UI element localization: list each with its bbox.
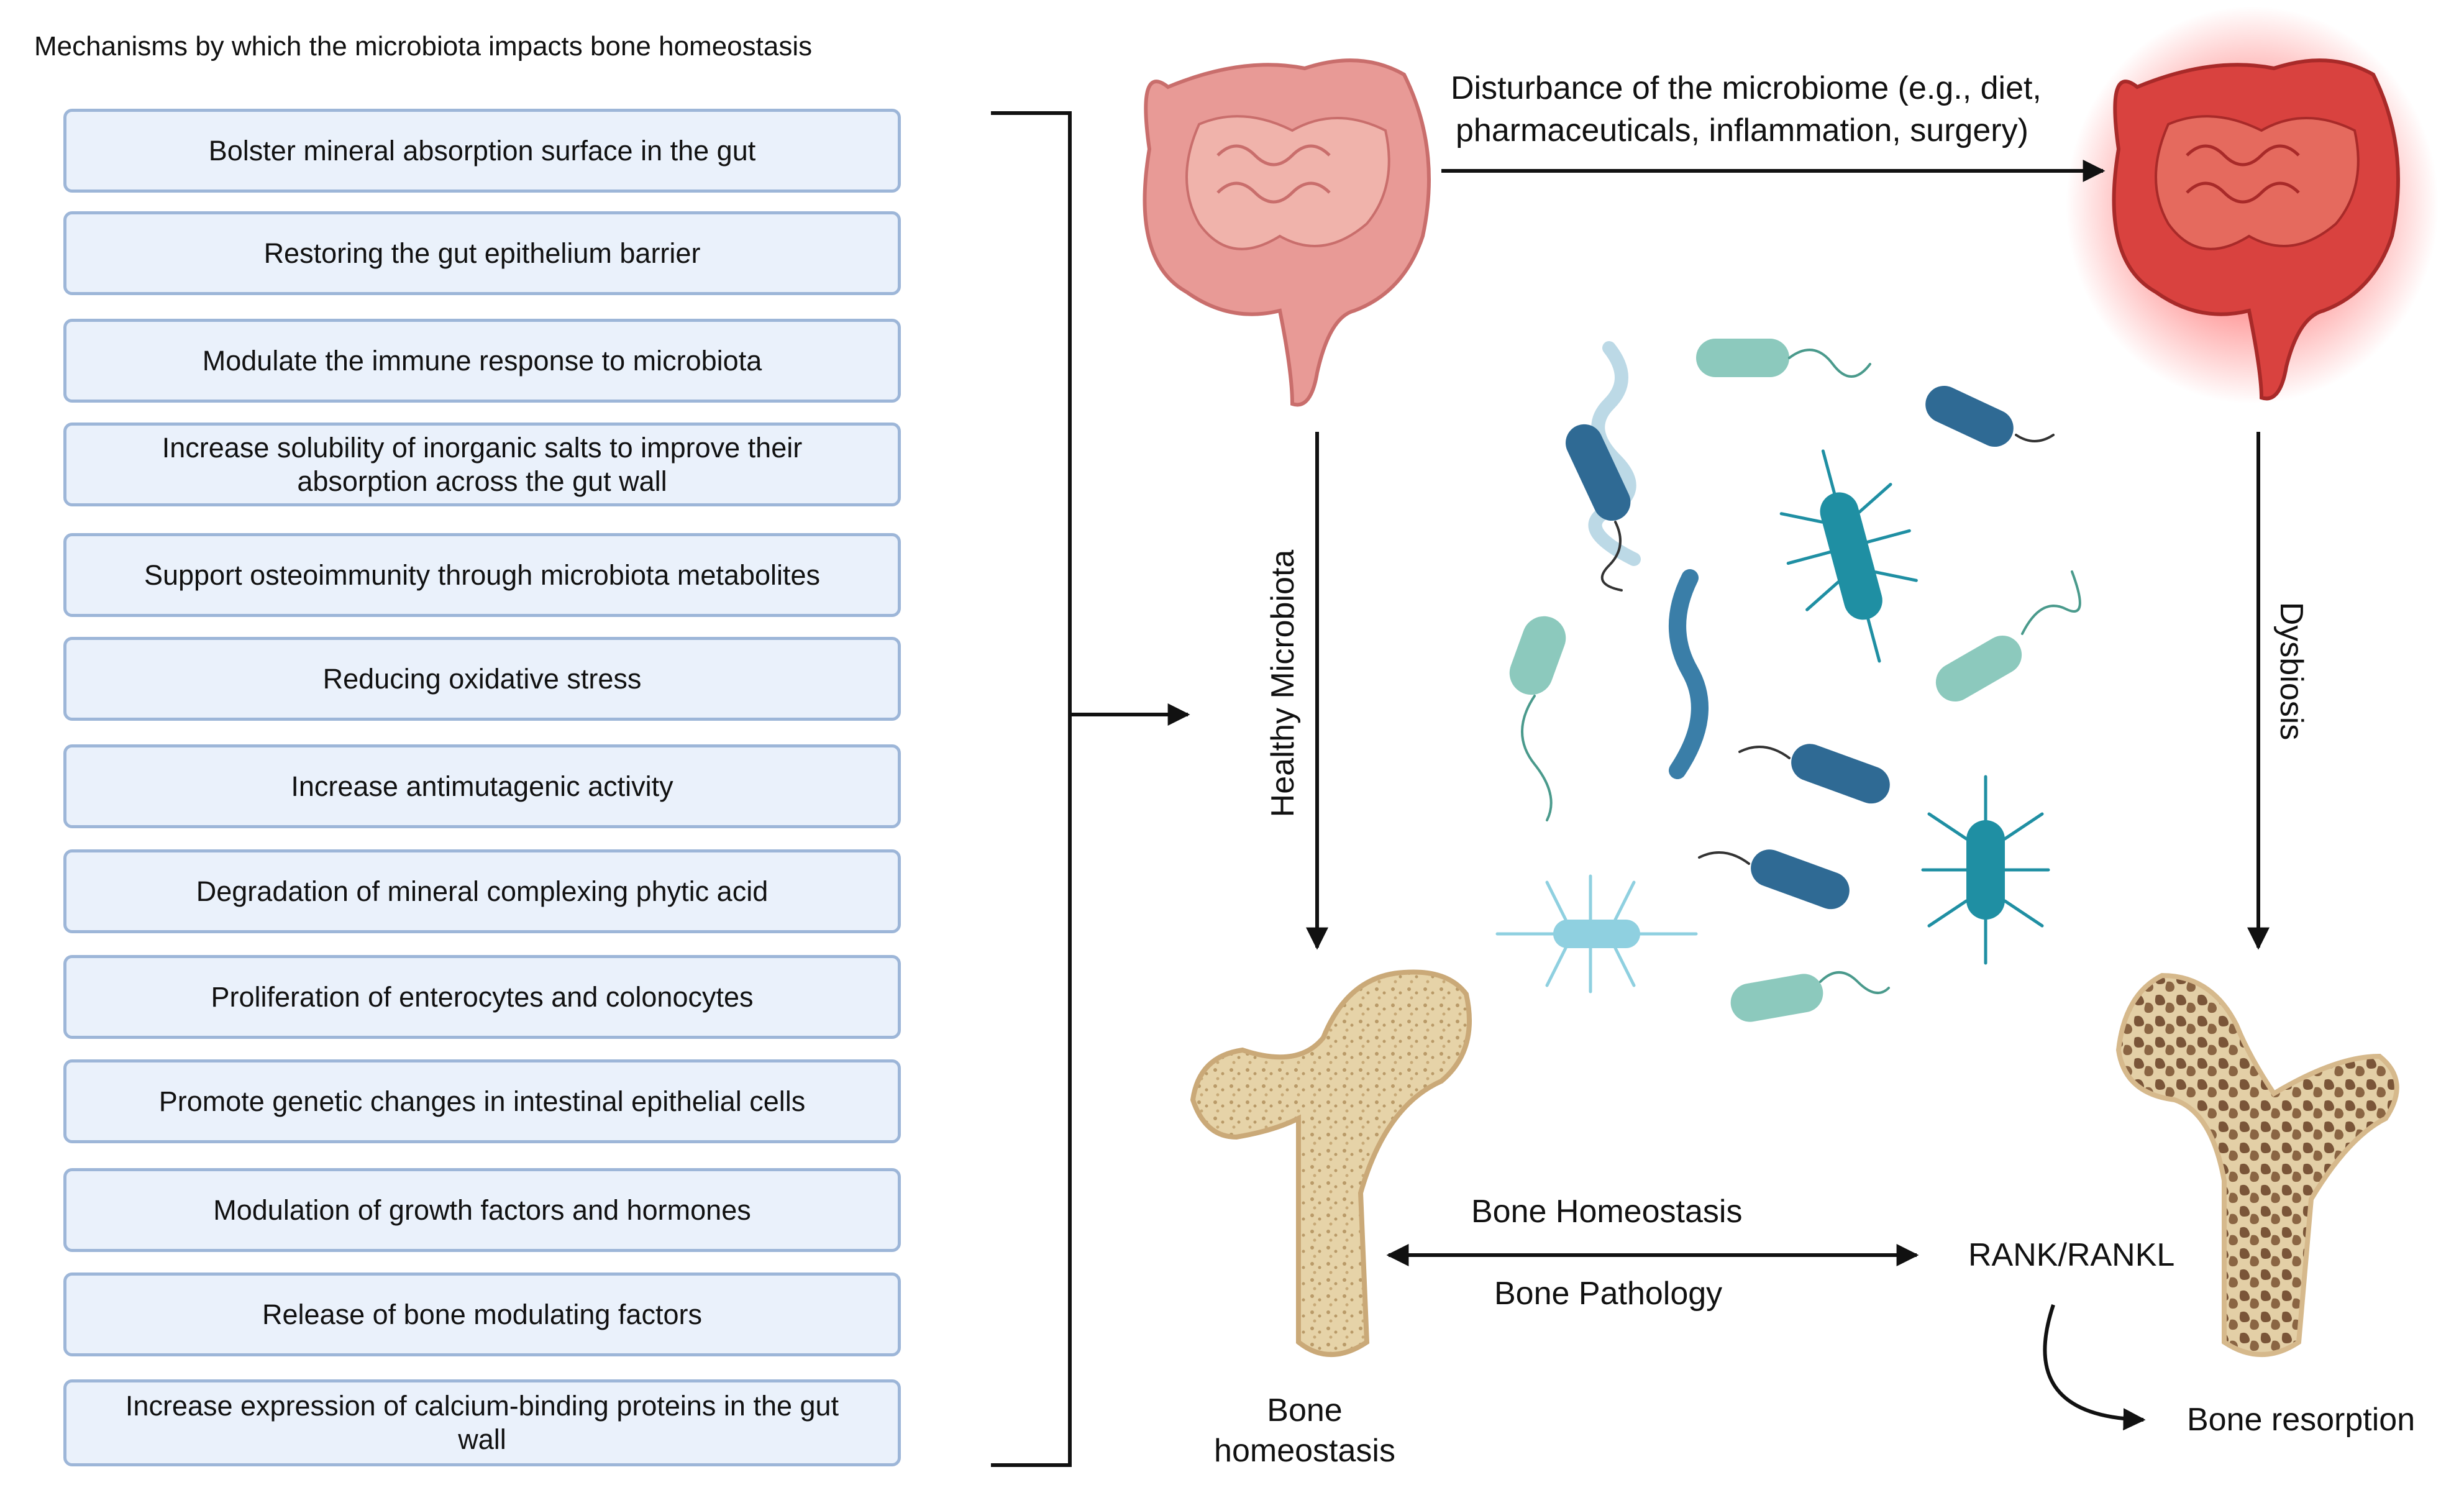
bracket xyxy=(991,111,1190,1467)
mechanism-text: Increase expression of calcium-binding p… xyxy=(125,1390,839,1455)
mechanism-text: Degradation of mineral complexing phytic… xyxy=(196,875,769,907)
mechanism-box: Reducing oxidative stress xyxy=(63,637,901,721)
mechanism-text: Promote genetic changes in intestinal ep… xyxy=(158,1085,806,1117)
bone-homeostasis-caption-line1: Bone xyxy=(1267,1392,1343,1428)
healthy-intestine-illustration xyxy=(1143,58,1431,407)
mechanism-box: Modulate the immune response to microbio… xyxy=(63,319,901,403)
mechanism-box: Modulation of growth factors and hormone… xyxy=(63,1168,901,1252)
bone-homeostasis-caption: Bone homeostasis xyxy=(1199,1391,1410,1471)
mechanism-text: Reducing oxidative stress xyxy=(322,662,642,695)
mechanism-text: Modulation of growth factors and hormone… xyxy=(213,1194,751,1226)
mechanism-box: Release of bone modulating factors xyxy=(63,1273,901,1356)
mechanism-box: Degradation of mineral complexing phytic… xyxy=(63,849,901,933)
healthy-femur-illustration xyxy=(1190,969,1472,1357)
mechanism-text: Proliferation of enterocytes and colonoc… xyxy=(211,980,754,1013)
bone-pathology-arrow-label: Bone Pathology xyxy=(1494,1276,1723,1312)
mechanism-text: Release of bone modulating factors xyxy=(262,1298,702,1330)
mechanism-box: Restoring the gut epithelium barrier xyxy=(63,211,901,295)
mechanism-text: Modulate the immune response to microbio… xyxy=(202,344,762,377)
bone-resorption-caption: Bone resorption xyxy=(2187,1402,2416,1438)
mechanism-box: Bolster mineral absorption surface in th… xyxy=(63,109,901,193)
resorbed-femur-illustration xyxy=(2115,972,2399,1357)
inflamed-intestine-illustration xyxy=(2066,6,2439,404)
bone-homeostasis-arrow-label: Bone Homeostasis xyxy=(1471,1194,1743,1230)
mechanism-text: Restoring the gut epithelium barrier xyxy=(263,237,701,269)
mechanism-box: Increase expression of calcium-binding p… xyxy=(63,1379,901,1466)
resorption-curved-arrow xyxy=(2043,1304,2146,1431)
mechanism-text: Bolster mineral absorption surface in th… xyxy=(208,134,756,167)
diagram-heading: Mechanisms by which the microbiota impac… xyxy=(34,31,813,62)
bacteria-cluster-illustration xyxy=(1495,339,2081,1022)
mechanism-text: Support osteoimmunity through microbiota… xyxy=(144,559,821,591)
disturbance-label-line1: Disturbance of the microbiome (e.g., die… xyxy=(1451,70,2042,106)
bone-homeostasis-caption-line2: homeostasis xyxy=(1214,1433,1395,1469)
mechanism-text: Increase antimutagenic activity xyxy=(291,770,673,802)
healthy-microbiota-label: Healthy Microbiota xyxy=(1265,549,1301,818)
mechanism-box: Increase solubility of inorganic salts t… xyxy=(63,423,901,506)
mechanism-box: Promote genetic changes in intestinal ep… xyxy=(63,1059,901,1143)
disturbance-label-line2: pharmaceuticals, inflammation, surgery) xyxy=(1456,112,2028,148)
mechanism-box: Support osteoimmunity through microbiota… xyxy=(63,533,901,617)
mechanism-box: Increase antimutagenic activity xyxy=(63,744,901,828)
mechanism-box: Proliferation of enterocytes and colonoc… xyxy=(63,955,901,1039)
rank-rankl-label: RANK/RANKL xyxy=(1968,1237,2175,1273)
dysbiosis-label: Dysbiosis xyxy=(2273,601,2309,741)
mechanism-text: Increase solubility of inorganic salts t… xyxy=(162,431,803,497)
